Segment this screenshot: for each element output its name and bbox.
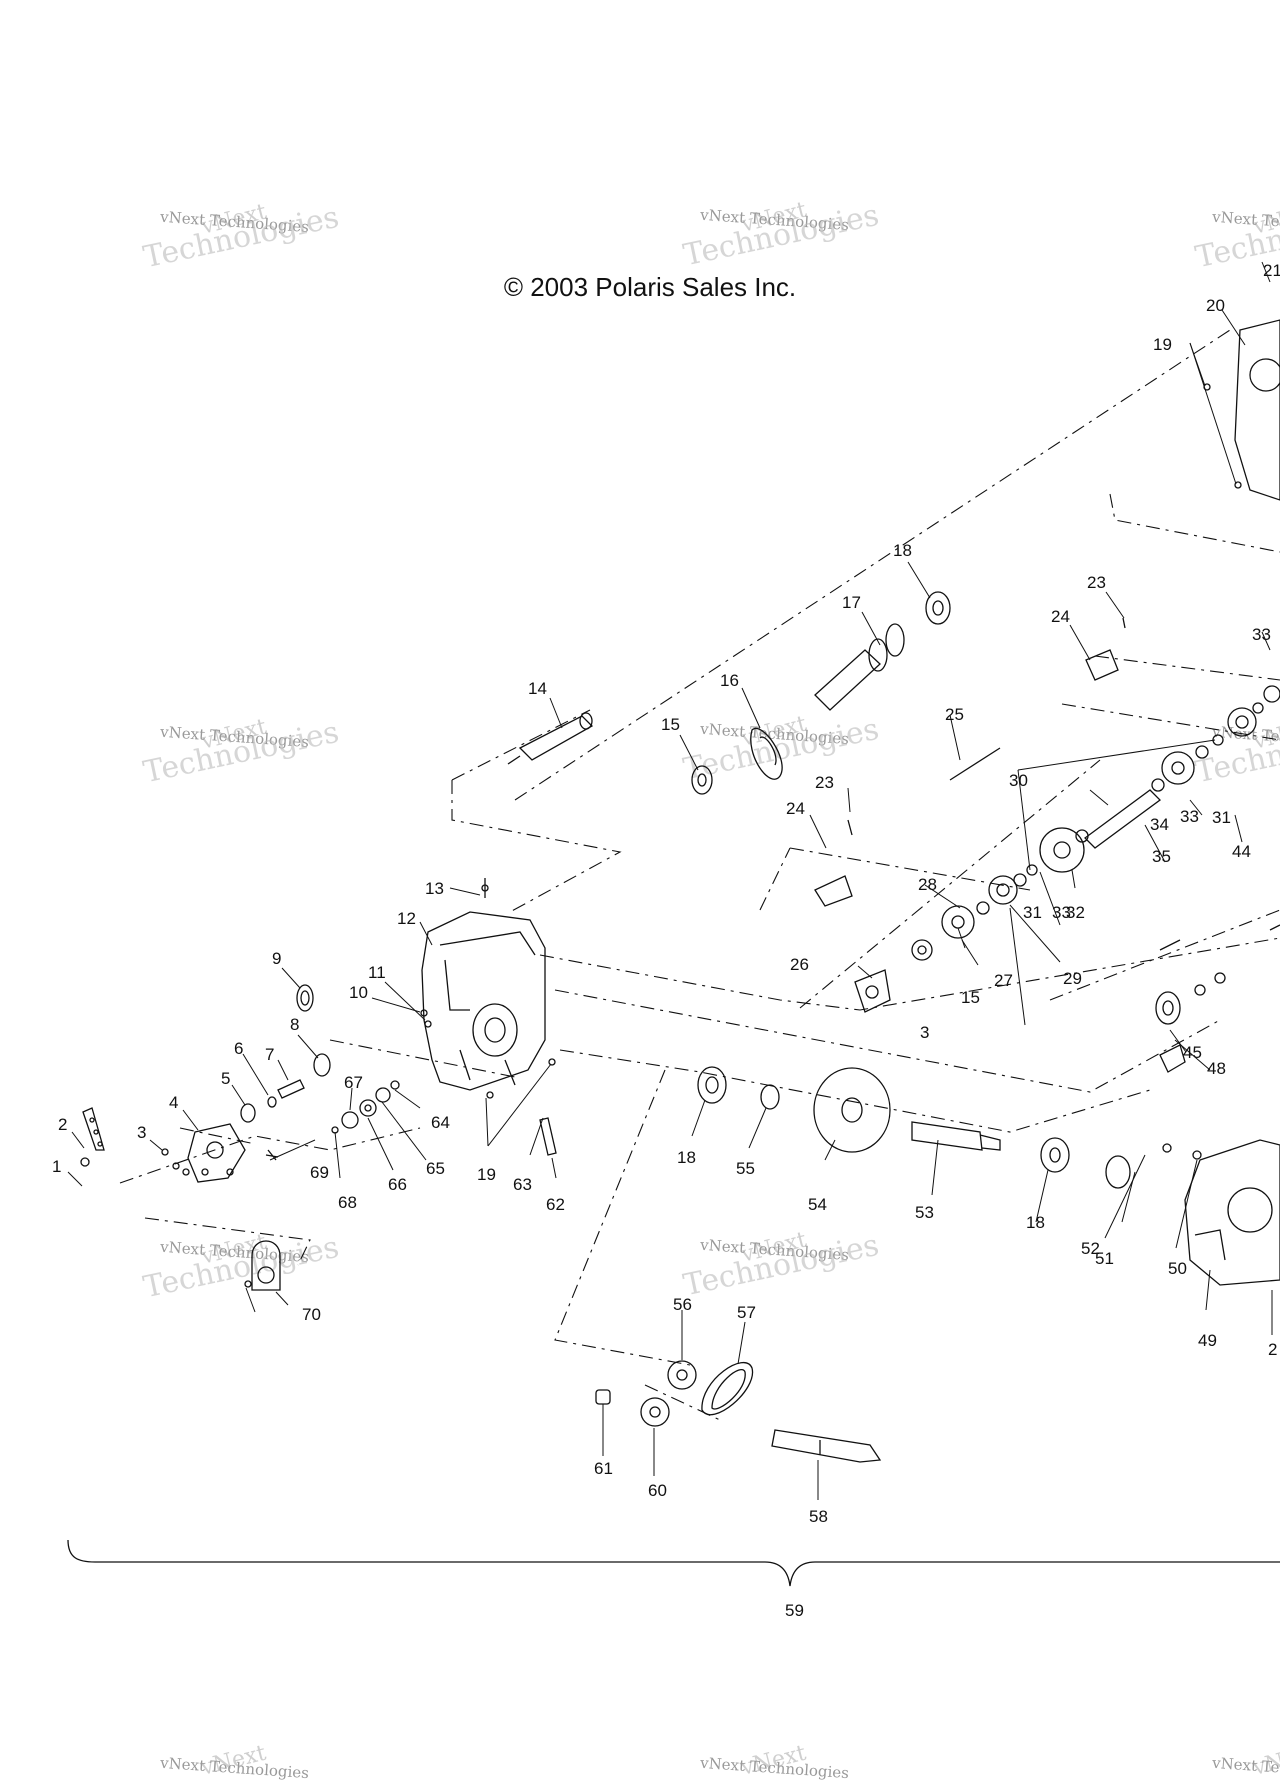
callout-label: 56 [673,1295,692,1314]
callout-label: 69 [310,1163,329,1182]
part-12-main-case [420,878,546,1091]
callout-label: 29 [1063,969,1082,988]
callout-label: 14 [528,679,547,698]
callout-label: 9 [272,949,281,968]
callout-label: 6 [234,1039,243,1058]
lower-output-shaft [595,1360,882,1463]
gear-cluster [854,685,1280,1013]
callout-label: 52 [1081,1239,1100,1258]
callout-label: 20 [1206,296,1225,315]
shift-forks [814,617,1126,907]
callout-label: 66 [388,1175,407,1194]
parts-44-45 [1155,924,1280,1073]
callout-label: 34 [1150,815,1169,834]
copyright-notice: © 2003 Polaris Sales Inc. [503,272,797,302]
callout-label: 18 [893,541,912,560]
callout-label: 26 [790,955,809,974]
callout-label: 33 [1252,625,1271,644]
callout-label: 48 [1207,1059,1226,1078]
callout-label: 33 [1052,903,1071,922]
callout-label: 27 [994,971,1013,990]
callout-label: 61 [594,1459,613,1478]
callout-label: 23 [1087,573,1106,592]
callout-label: 3 [920,1023,929,1042]
callout-label: 10 [349,983,368,1002]
callout-label: 13 [425,879,444,898]
callout-label: 35 [1152,847,1171,866]
callout-label: 31 [1023,903,1042,922]
callout-label: 30 [1009,771,1028,790]
callout-label: 58 [809,1507,828,1526]
callout-label: 16 [720,671,739,690]
callout-label: 32 [1066,903,1085,922]
upper-shaft-group [691,591,951,795]
assembly-brace [67,1539,1280,1587]
part-1-2 [80,1107,105,1167]
parts-19-61-62 [486,1058,557,1156]
callout-label: 18 [677,1148,696,1167]
callout-label: 15 [961,988,980,1007]
callout-label: 11 [368,963,386,982]
callout-label: 25 [945,705,964,724]
callout-label: 1 [52,1157,61,1176]
callout-label: 65 [426,1159,445,1178]
lower-drive-shaft [697,1066,1202,1189]
callout-label: 8 [290,1015,299,1034]
callout-label: 68 [338,1193,357,1212]
right-cover [1184,1139,1280,1286]
callout-label: 31 [1212,808,1231,827]
assembly-lines [119,329,1280,1421]
callout-label: 62 [546,1195,565,1214]
callout-label: 18 [1026,1213,1045,1232]
callout-label: 19 [1153,335,1172,354]
callout-label: 28 [918,875,937,894]
callout-label: 15 [661,715,680,734]
callout-label: 57 [737,1303,756,1322]
callout-label: 4 [169,1093,178,1112]
part-14-pin [507,712,594,765]
callout-label: 67 [344,1073,363,1092]
callout-label: 50 [1168,1259,1187,1278]
callout-label: 63 [513,1175,532,1194]
callout-label: 23 [815,773,834,792]
callout-label: 70 [302,1305,321,1324]
callout-label: 53 [915,1203,934,1222]
callout-label: 60 [648,1481,667,1500]
part-4-cover [161,1123,246,1183]
callout-labels: 1 2 3 3 4 5 6 7 8 9 10 11 12 13 14 15 15… [52,261,1280,1620]
callout-label: 24 [1051,607,1070,626]
callout-label: 49 [1198,1331,1217,1350]
callout-label: 44 [1232,842,1251,861]
callout-label: 5 [221,1069,230,1088]
callout-label: 17 [842,593,861,612]
parts-63-67 [331,1080,400,1134]
parts-5-8 [240,1053,331,1161]
callout-label: 24 [786,799,805,818]
callout-label: 54 [808,1195,827,1214]
callout-label: 45 [1183,1043,1202,1062]
callout-label: 51 [1095,1249,1114,1268]
callout-label: 7 [265,1045,274,1064]
callout-label: 12 [397,909,416,928]
callout-label: 55 [736,1159,755,1178]
upper-right-cover [1203,319,1280,501]
callout-label: 21 [1263,261,1280,280]
callout-label: 3 [137,1123,146,1142]
callout-label: 33 [1180,807,1199,826]
leader-lines [67,261,1273,1500]
callout-label: 64 [431,1113,450,1132]
callout-label: 19 [477,1165,496,1184]
callout-label: 2 [1268,1340,1277,1359]
callout-label: 59 [785,1601,804,1620]
part-9-seal [296,984,314,1012]
parts-69-70 [244,1240,281,1291]
callout-label: 2 [58,1115,67,1134]
